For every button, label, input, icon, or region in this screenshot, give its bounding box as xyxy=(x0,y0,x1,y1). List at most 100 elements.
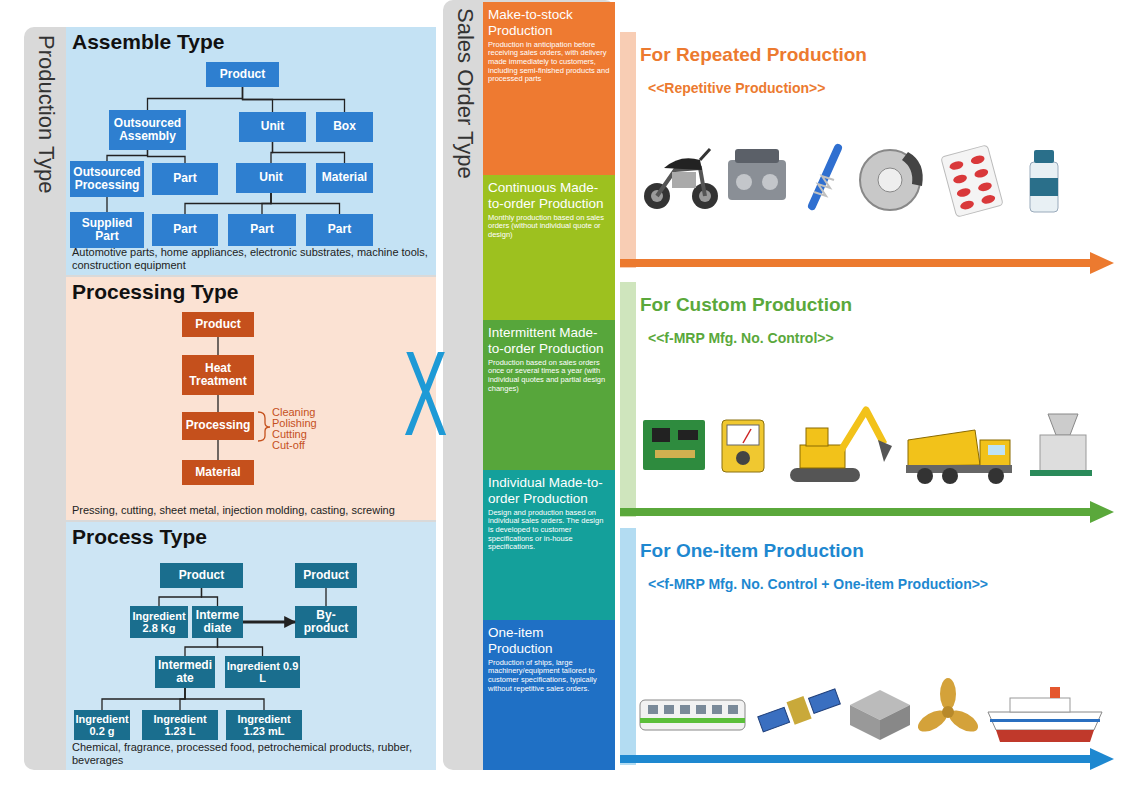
tree-connector xyxy=(217,440,218,460)
wheel xyxy=(942,468,958,484)
production-band: For One-item Production <<f-MRP Mfg. No. … xyxy=(620,528,1113,765)
box-label: Intermediate xyxy=(156,659,214,685)
pill xyxy=(956,187,972,198)
tree-connector xyxy=(180,688,185,710)
order-type-description: Production in anticipation before receiv… xyxy=(488,41,610,84)
bucket xyxy=(878,440,892,462)
box-label: Ingredient 0.2 g xyxy=(75,713,129,737)
funnel xyxy=(1050,687,1060,698)
engine xyxy=(672,172,696,188)
section-note: Chemical, fragrance, processed food, pet… xyxy=(72,741,428,766)
pill xyxy=(970,154,986,165)
blade xyxy=(915,706,951,736)
process-step-label: Cleaning xyxy=(272,407,315,418)
process-step-label: Polishing xyxy=(272,418,317,429)
sales-order-type-panel: Sales Order TypeMake-to-stock Production… xyxy=(443,0,615,770)
band-subheading: <<f-MRP Mfg. No. Control + One-item Prod… xyxy=(648,576,988,592)
mold-side xyxy=(850,705,880,740)
pill xyxy=(949,160,965,171)
train-window xyxy=(680,705,690,714)
processing-box: Processing xyxy=(182,412,254,440)
band-bar xyxy=(620,528,636,765)
order-type-description: Design and production based on individua… xyxy=(488,509,610,552)
process-type-section: Process TypeChemical, fragrance, process… xyxy=(66,522,436,770)
band-arrow xyxy=(620,259,1092,267)
band-heading: For One-item Production xyxy=(640,540,864,562)
tree-connector xyxy=(243,87,345,112)
train-window xyxy=(648,705,658,714)
train-illustration xyxy=(640,700,745,730)
production-band: For Custom Production<<f-MRP Mfg. No. Co… xyxy=(620,282,1113,517)
box-label: Product xyxy=(195,318,240,331)
box-label: Part xyxy=(173,223,196,236)
supplied-part-box: Supplied Part xyxy=(70,212,144,248)
band-arrowhead xyxy=(1090,252,1114,274)
box-label: Part xyxy=(250,223,273,236)
engine-block xyxy=(728,160,786,200)
engine-illustration xyxy=(728,149,786,200)
disc-hub xyxy=(878,168,902,192)
tree-connector xyxy=(148,87,243,110)
tree-connector xyxy=(217,337,218,355)
section-heading: Process Type xyxy=(72,525,207,549)
process-step-label: Cut-off xyxy=(272,440,305,451)
ingredient-box: Ingredient 2.8 Kg xyxy=(130,606,188,638)
machine-body xyxy=(1040,435,1086,471)
train-body xyxy=(640,700,745,730)
tree-connector xyxy=(185,638,218,656)
pulley xyxy=(736,174,752,190)
superstructure xyxy=(1010,698,1070,712)
order-type-description: Production of ships, large machinery/equ… xyxy=(488,659,610,694)
tree-connector xyxy=(325,588,326,606)
band-arrowhead xyxy=(1090,501,1114,523)
order-type-heading: Individual Made-to-order Production xyxy=(488,475,610,507)
section-note: Automotive parts, home appliances, elect… xyxy=(72,246,428,271)
ingredient-box: Ingredient 0.2 g xyxy=(74,710,130,740)
order-type-heading: Make-to-stock Production xyxy=(488,7,610,39)
wheel-hub xyxy=(651,190,663,202)
dump-truck-illustration xyxy=(906,430,1012,484)
band-subheading: <<Repetitive Production>> xyxy=(648,80,825,96)
engine-head xyxy=(735,149,779,163)
box-label: By-product xyxy=(296,609,356,635)
truck-window xyxy=(988,445,1005,455)
tree-connector xyxy=(243,87,273,112)
box-label: Ingredient 0.9 L xyxy=(226,660,299,684)
ingredient-box: Ingredient 1.23 L xyxy=(142,710,218,740)
train-window xyxy=(664,705,674,714)
hull-stripe xyxy=(990,719,1100,722)
needle xyxy=(743,429,751,443)
box-label: Ingredient 2.8 Kg xyxy=(131,610,187,634)
order-type-box: Make-to-stock ProductionProduction in an… xyxy=(483,2,615,175)
processing-type-section: Processing TypePressing, cutting, sheet … xyxy=(66,277,436,520)
ingredient-box: Ingredient 1.23 mL xyxy=(226,710,302,740)
pill xyxy=(977,181,993,192)
excavator-body xyxy=(800,445,845,468)
cross-symbol: X xyxy=(404,333,437,453)
bracket xyxy=(258,412,270,441)
hopper xyxy=(1048,414,1078,435)
part-box: Part xyxy=(228,214,296,246)
frame xyxy=(657,168,705,196)
tree-connector xyxy=(271,193,340,214)
production-band: For Repeated Production<<Repetitive Prod… xyxy=(620,32,1113,268)
box-label: Heat Treatment xyxy=(183,362,253,388)
hull-bottom xyxy=(996,730,1094,742)
shock-absorber-illustration xyxy=(812,148,838,206)
propeller-illustration xyxy=(915,678,982,736)
panel-label: Sales Order Type xyxy=(452,8,478,179)
order-type-description: Monthly production based on sales orders… xyxy=(488,214,610,240)
production-type-panel: Production TypeAssemble TypeAutomotive p… xyxy=(24,27,436,770)
train-window xyxy=(728,705,738,714)
wheel xyxy=(644,183,670,209)
product-box: Product xyxy=(206,62,279,87)
intermediate-box: Intermediate xyxy=(155,656,215,688)
wheel xyxy=(988,468,1004,484)
chip xyxy=(678,430,698,440)
band-arrow xyxy=(620,508,1092,516)
satellite-illustration xyxy=(756,685,841,736)
chassis xyxy=(906,465,1012,473)
unit-box: Unit xyxy=(239,112,306,142)
product-box: Product xyxy=(160,563,243,588)
box-label: Part xyxy=(173,172,196,185)
